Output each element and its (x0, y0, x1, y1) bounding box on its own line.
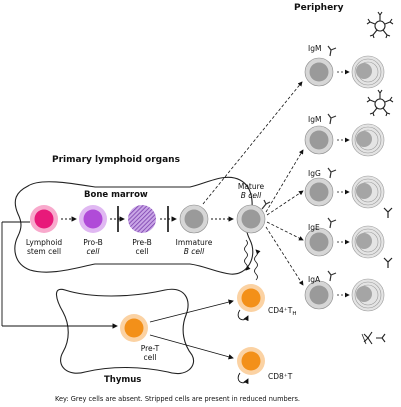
periphery-row-igm: IgM (304, 113, 385, 157)
cd4-self-renew-icon (237, 309, 249, 322)
isotype-label: IgM (308, 44, 321, 53)
isotype-label: IgG (308, 169, 321, 178)
pro-b-nucleus (83, 209, 103, 229)
bcr-icon (327, 217, 337, 229)
pentameric-igm-icon (366, 89, 394, 117)
lymphoid-stem-nucleus (34, 209, 54, 229)
dimeric-iga-icon (361, 331, 386, 345)
cd8-self-renew-icon (237, 372, 249, 385)
bcr-icon (327, 45, 337, 57)
pro-b-label-1: Pro-B (83, 238, 103, 247)
bone-marrow-outline (14, 176, 254, 275)
cd4-label: CD4⁺TH (268, 306, 296, 317)
periphery-row-iga: IgA (304, 270, 385, 312)
periphery-heading: Periphery (294, 3, 344, 13)
bone-marrow-label: Bone marrow (84, 190, 148, 200)
cd8-label: CD8⁺T (268, 372, 293, 381)
cd8-t-nucleus (241, 351, 261, 371)
periphery-row-igm-top: IgM (304, 44, 385, 89)
arrow-pre-t-to-cd4 (149, 299, 234, 323)
periphery-row-ige: IgE (304, 217, 393, 268)
wavy-arrow-down (244, 239, 251, 271)
lymphoid-stem-label-2: stem cell (27, 247, 61, 256)
key-legend: Key: Grey cells are absent. Stripped cel… (55, 395, 300, 403)
pre-b-label-1: Pre-B (132, 238, 152, 247)
bcr-icon (327, 113, 337, 125)
pentameric-igm-icon-top (366, 11, 394, 39)
pre-t-nucleus (124, 318, 144, 338)
antibody-icon (383, 207, 393, 218)
isotype-label: IgM (308, 115, 321, 124)
immature-b-label-2: B cell (184, 247, 205, 256)
mature-b-label-2: B cell (241, 191, 262, 200)
mature-b-receptor-icon (261, 199, 271, 210)
pre-b-cell (128, 205, 156, 233)
thymus-label: Thymus (104, 375, 141, 385)
arrow-mature-to-iga (265, 226, 304, 286)
mature-b-nucleus (241, 209, 261, 229)
lymphoid-stem-label-1: Lymphoid (26, 238, 62, 247)
arrow-mature-to-igg (266, 190, 304, 216)
thymus-outline (55, 288, 194, 374)
bcr-icon (327, 270, 337, 282)
arrow-immature-to-igm-top (202, 81, 303, 205)
immature-b-nucleus (184, 209, 204, 229)
bcr-icon (327, 167, 337, 179)
pre-t-label-1: Pre-T (141, 344, 160, 353)
cd4-t-nucleus (241, 288, 261, 308)
antibody-icon (383, 257, 393, 268)
immature-b-label-1: Immature (176, 238, 213, 247)
primary-lymphoid-heading: Primary lymphoid organs (52, 155, 180, 165)
pre-b-label-2: cell (136, 247, 149, 256)
arrow-pre-t-to-cd8 (149, 334, 234, 360)
arrow-mature-to-ige (266, 221, 304, 241)
periphery-row-igg: IgG (304, 167, 393, 218)
mature-b-label-1: Mature (238, 182, 265, 191)
isotype-label: IgE (308, 223, 320, 232)
pro-b-label-2: cell (87, 247, 101, 256)
pre-t-label-2: cell (144, 353, 157, 362)
wavy-arrow-up (254, 249, 261, 281)
isotype-label: IgA (308, 275, 321, 284)
arrow-mature-to-igm (265, 149, 304, 213)
